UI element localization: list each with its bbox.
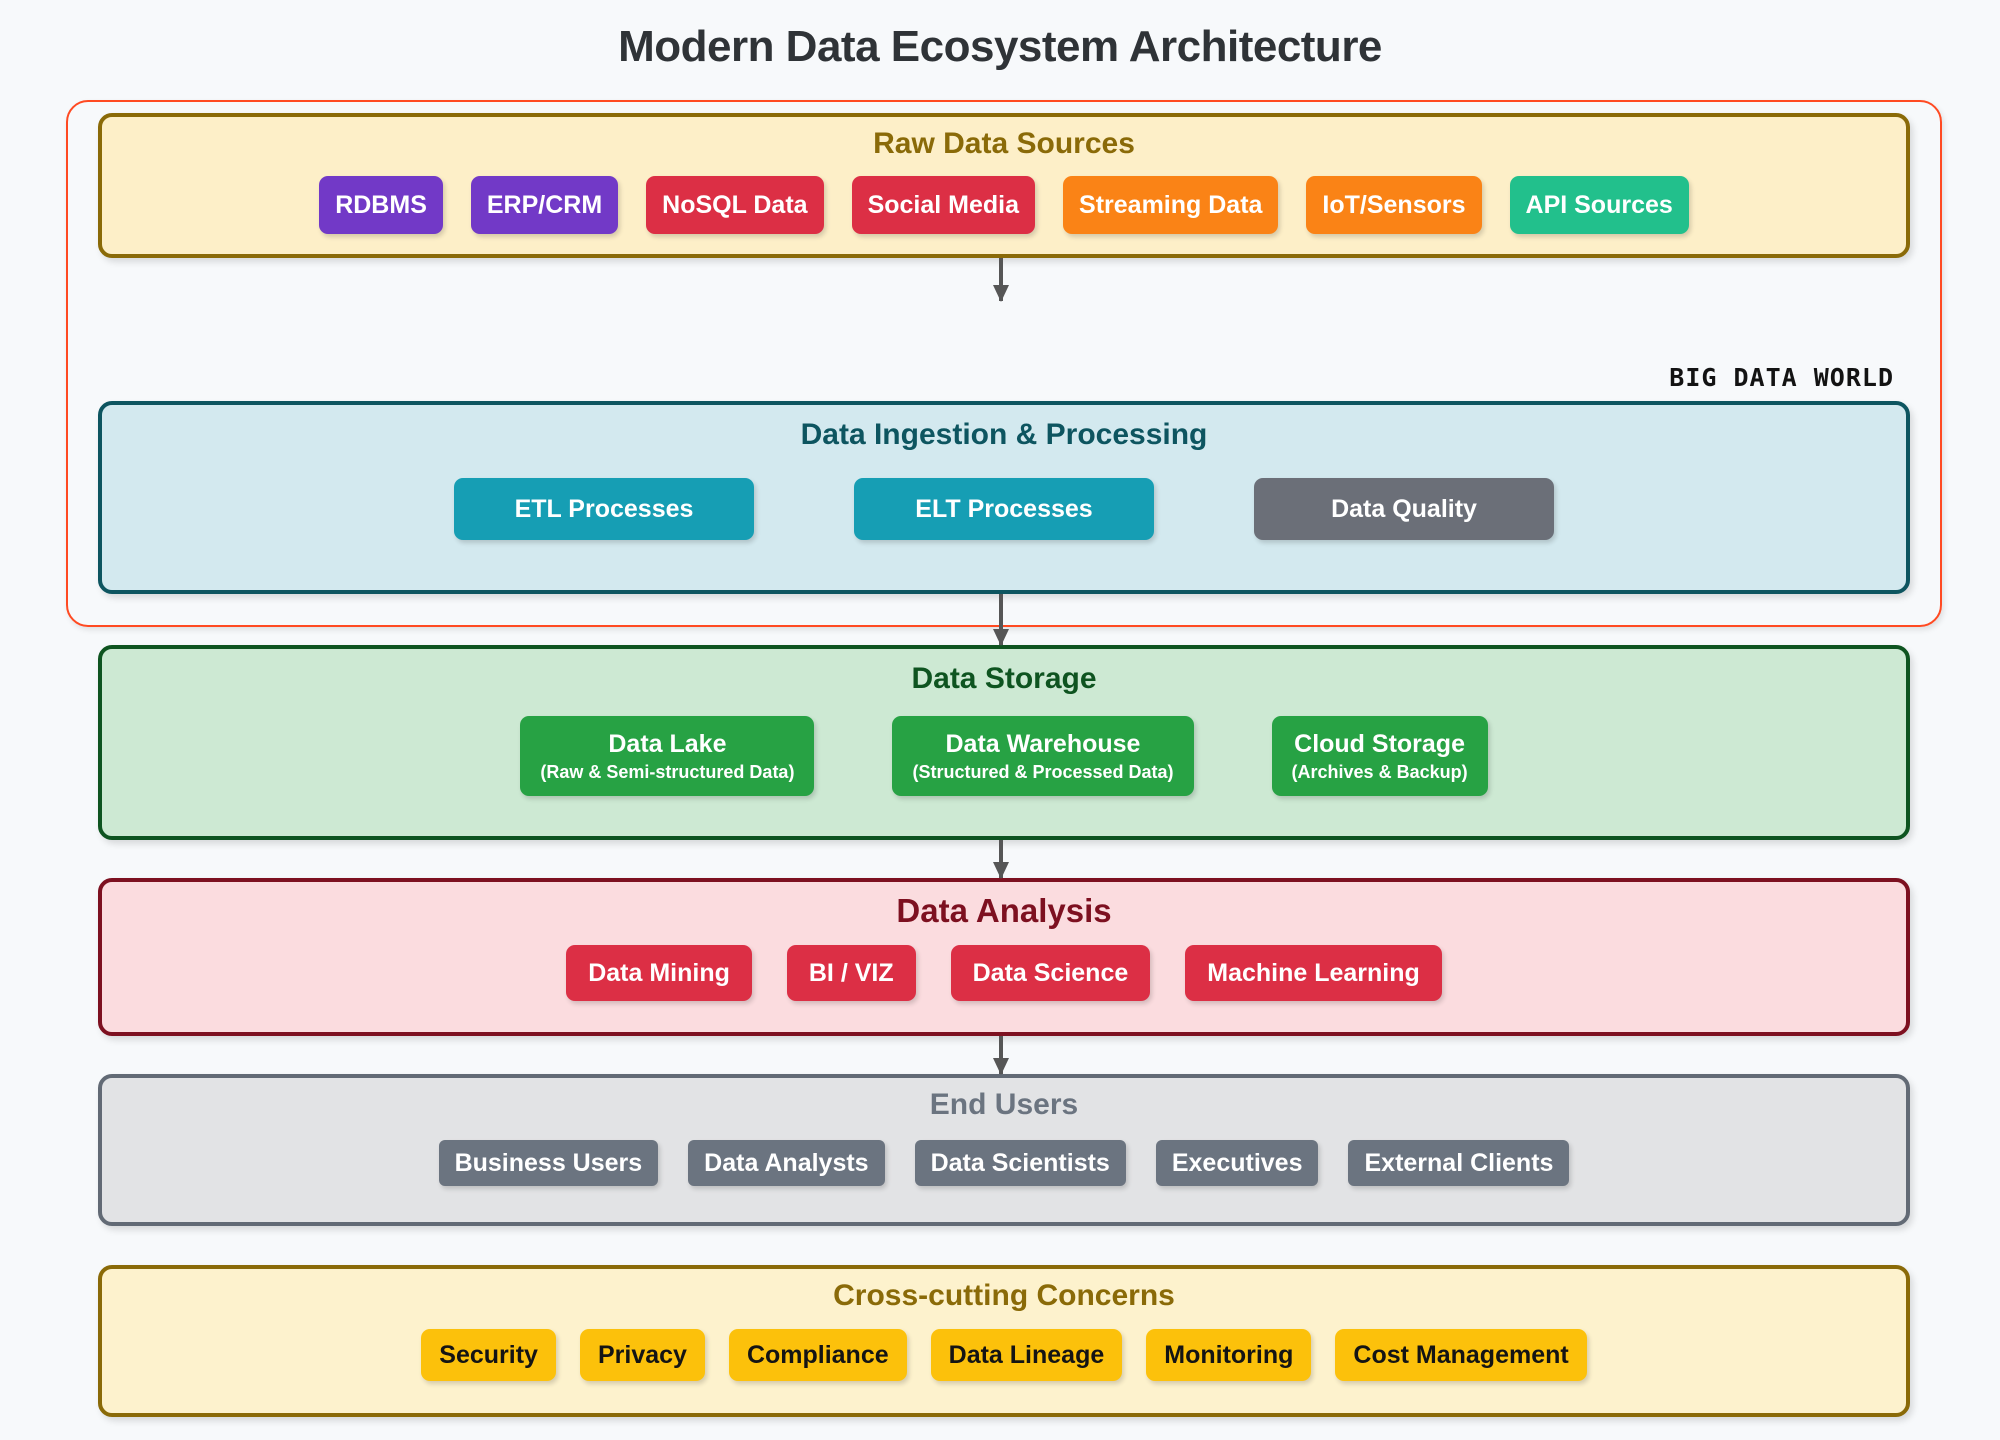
arrow-head	[993, 1058, 1009, 1075]
chip-data-mining[interactable]: Data Mining	[566, 945, 752, 1001]
chip-business-users[interactable]: Business Users	[438, 1140, 659, 1186]
chip-label: Machine Learning	[1207, 958, 1420, 987]
section-raw-data-sources: Raw Data Sources RDBMS ERP/CRM NoSQL Data S…	[98, 113, 1910, 258]
chip-label: IoT/Sensors	[1322, 190, 1466, 219]
chip-label: Executives	[1171, 1148, 1303, 1177]
big-data-world-label: BIG DATA WORLD	[1669, 363, 1894, 392]
chip-data-science[interactable]: Data Science	[950, 945, 1151, 1001]
chip-row-raw-data-sources: RDBMS ERP/CRM NoSQL Data Social Media Stream…	[102, 176, 1906, 234]
chip-rdbms[interactable]: RDBMS	[319, 176, 443, 234]
section-end-users: End Users Business Users Data Analysts Dat…	[98, 1074, 1910, 1226]
chip-label: Compliance	[746, 1340, 889, 1369]
chip-row-data-storage: Data Lake(Raw & Semi-structured Data)Dat…	[102, 716, 1906, 796]
chip-label: Monitoring	[1164, 1340, 1294, 1369]
arrow-down-icon-storage-to-analysis	[993, 840, 1009, 879]
chip-label: External Clients	[1364, 1148, 1554, 1177]
chip-label: ELT Processes	[915, 494, 1093, 523]
chip-label: Data Warehouse	[945, 729, 1141, 758]
chip-row-end-users: Business Users Data Analysts Data Scientis…	[102, 1140, 1906, 1186]
section-data-analysis: Data Analysis Data Mining BI / VIZ Data Sc…	[98, 878, 1910, 1036]
chip-sublabel: (Structured & Processed Data)	[912, 761, 1174, 782]
chip-external-clients[interactable]: External Clients	[1348, 1140, 1570, 1186]
chip-row-cross-cutting-concerns: Security Privacy Compliance Data Lineage Mon…	[102, 1329, 1906, 1381]
chip-row-data-analysis: Data Mining BI / VIZ Data Science Machine L…	[102, 945, 1906, 1001]
chip-sublabel: (Archives & Backup)	[1291, 761, 1468, 782]
section-title-raw-data-sources: Raw Data Sources	[873, 127, 1135, 160]
chip-label: RDBMS	[335, 190, 427, 219]
chip-cloud-storage[interactable]: Cloud Storage (Archives & Backup)	[1271, 716, 1488, 796]
chip-data-quality[interactable]: Data Quality	[1254, 478, 1554, 540]
chip-monitoring[interactable]: Monitoring	[1146, 1329, 1312, 1381]
chip-label: Privacy	[597, 1340, 687, 1369]
chip-nosql-data[interactable]: NoSQL Data	[646, 176, 824, 234]
chip-label: BI / VIZ	[808, 958, 894, 987]
chip-data-lineage[interactable]: Data Lineage	[930, 1329, 1123, 1381]
chip-label: Social Media	[867, 190, 1020, 219]
chip-label: Data Lake	[608, 729, 727, 758]
chip-label: API Sources	[1525, 190, 1673, 219]
chip-data-analysts[interactable]: Data Analysts	[688, 1140, 885, 1186]
chip-bi-viz[interactable]: BI / VIZ	[786, 945, 916, 1001]
chip-etl-processes[interactable]: ETL Processes	[454, 478, 754, 540]
chip-api-sources[interactable]: API Sources	[1509, 176, 1689, 234]
chip-security[interactable]: Security	[421, 1329, 556, 1381]
chip-data-lake[interactable]: Data Lake (Raw & Semi-structured Data)	[520, 716, 815, 796]
arrow-shaft	[999, 840, 1003, 878]
section-title-data-storage: Data Storage	[911, 662, 1097, 695]
chip-social-media[interactable]: Social Media	[851, 176, 1036, 234]
arrow-head	[993, 862, 1009, 879]
arrow-shaft	[999, 258, 1003, 301]
chip-label: ERP/CRM	[486, 190, 603, 219]
arrow-down-icon-ingestion-to-storage	[993, 594, 1009, 646]
chip-sublabel: (Raw & Semi-structured Data)	[540, 761, 795, 782]
chip-iot-sensors[interactable]: IoT/Sensors	[1306, 176, 1482, 234]
chip-elt-processes[interactable]: ELT Processes	[854, 478, 1154, 540]
chip-privacy[interactable]: Privacy	[579, 1329, 705, 1381]
arrow-shaft	[999, 594, 1003, 645]
arrow-down-icon-sources-to-ingestion	[993, 258, 1009, 302]
chip-streaming-data[interactable]: Streaming Data	[1063, 176, 1279, 234]
chip-compliance[interactable]: Compliance	[728, 1329, 907, 1381]
chip-label: Streaming Data	[1079, 190, 1263, 219]
chip-label: Data Analysts	[704, 1148, 869, 1177]
arrow-shaft	[999, 1036, 1003, 1074]
chip-label: ETL Processes	[514, 494, 694, 523]
arrow-down-icon-analysis-to-users	[993, 1036, 1009, 1075]
arrow-head	[993, 285, 1009, 302]
section-cross-cutting-concerns: Cross-cutting Concerns Security Privacy Co…	[98, 1265, 1910, 1417]
chip-label: Cloud Storage	[1294, 729, 1465, 758]
chip-data-scientists[interactable]: Data Scientists	[914, 1140, 1126, 1186]
chip-label: Data Scientists	[930, 1148, 1110, 1177]
chip-label: Business Users	[454, 1148, 643, 1177]
chip-data-warehouse[interactable]: Data Warehouse (Structured & Processed Da…	[892, 716, 1194, 796]
section-title-cross-cutting-concerns: Cross-cutting Concerns	[833, 1279, 1175, 1312]
chip-label: Cost Management	[1353, 1340, 1569, 1369]
section-data-ingestion: Data Ingestion & Processing ETL Processe…	[98, 401, 1910, 594]
chip-machine-learning[interactable]: Machine Learning	[1185, 945, 1442, 1001]
chip-label: Data Mining	[588, 958, 730, 987]
page-title: Modern Data Ecosystem Architecture	[618, 22, 1382, 71]
chip-label: Security	[439, 1340, 538, 1369]
section-title-end-users: End Users	[929, 1088, 1079, 1121]
chip-executives[interactable]: Executives	[1155, 1140, 1319, 1186]
chip-label: NoSQL Data	[662, 190, 808, 219]
chip-row-data-ingestion: ETL Processes ELT Processes Data Quality	[102, 478, 1906, 540]
section-data-storage: Data Storage Data Lake (Raw & Semi-struct…	[98, 645, 1910, 840]
chip-erp-crm[interactable]: ERP/CRM	[470, 176, 619, 234]
chip-label: Data Lineage	[948, 1340, 1105, 1369]
section-title-data-ingestion: Data Ingestion & Processing	[800, 418, 1208, 451]
chip-label: Data Quality	[1331, 494, 1477, 523]
arrow-head	[993, 629, 1009, 646]
chip-label: Data Science	[972, 958, 1129, 987]
chip-cost-management[interactable]: Cost Management	[1335, 1329, 1587, 1381]
section-title-data-analysis: Data Analysis	[896, 892, 1112, 929]
